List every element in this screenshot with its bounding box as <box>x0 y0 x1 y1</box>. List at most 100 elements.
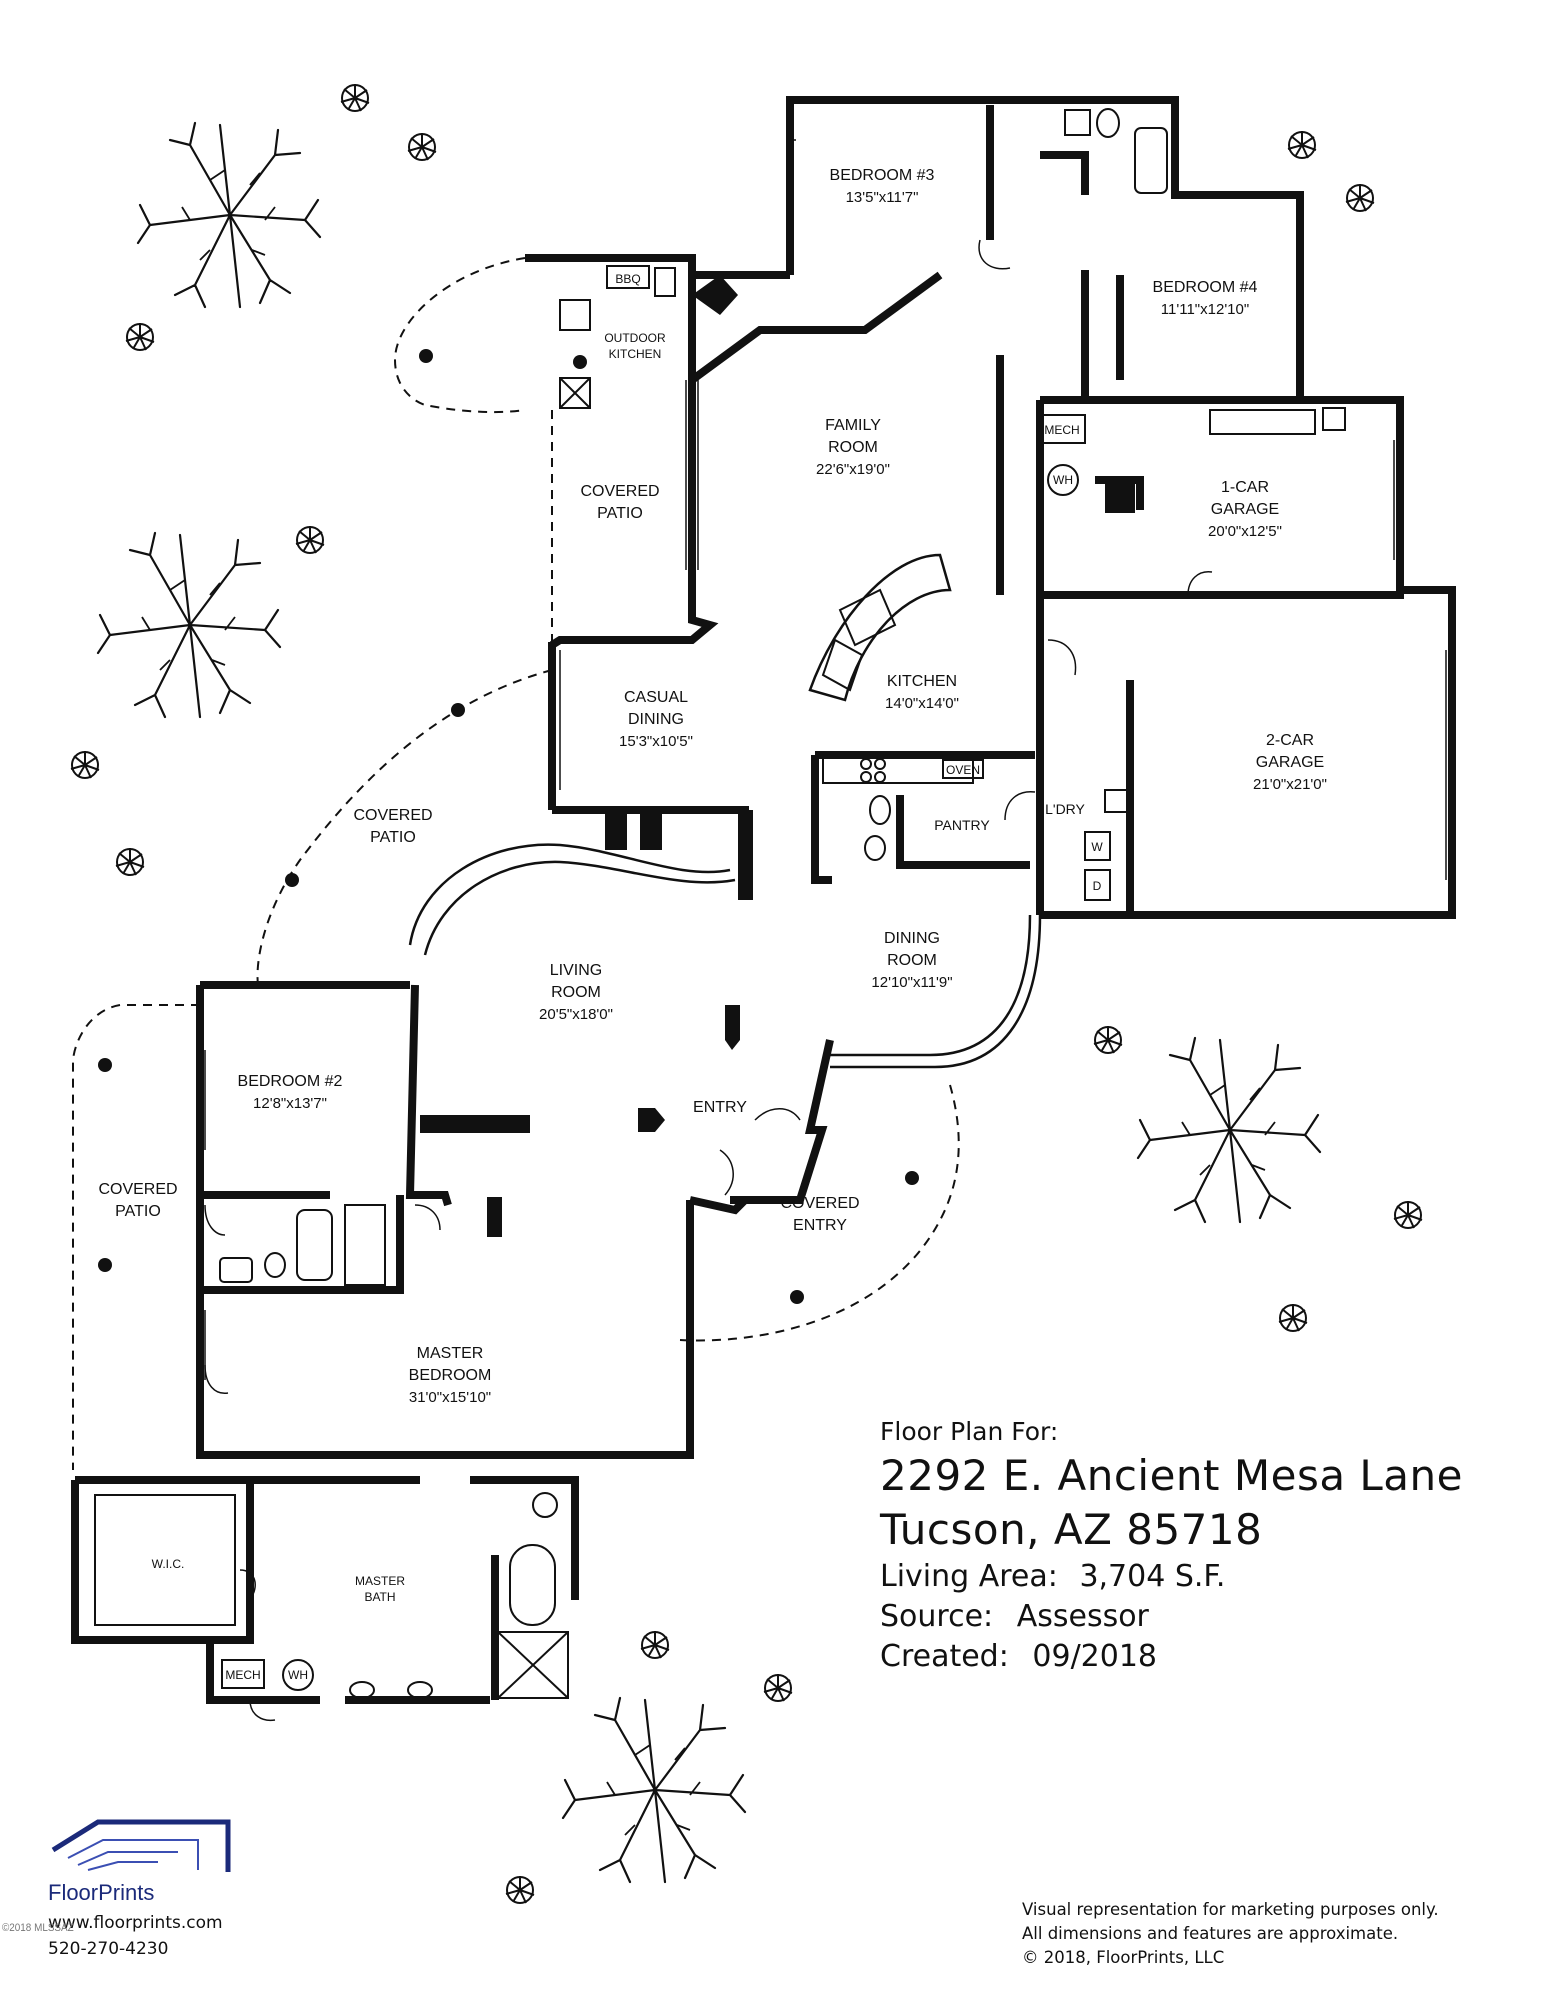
address-line-1: 2292 E. Ancient Mesa Lane <box>880 1451 1464 1500</box>
room-labels: BEDROOM #3 13'5"x11'7" BEDROOM #4 11'11"… <box>98 167 1327 1682</box>
shrub-icon <box>1393 1200 1423 1229</box>
shrub-icon <box>763 1673 793 1702</box>
living-room-name-1: LIVING <box>550 962 602 979</box>
tree-icon <box>96 531 282 719</box>
bedroom3-dim: 13'5"x11'7" <box>846 189 919 206</box>
water-heater-top <box>1047 464 1079 496</box>
phone-number: 520-270-4230 <box>48 1939 169 1959</box>
copyright: © 2018, FloorPrints, LLC <box>1022 1948 1225 1967</box>
oven-label: OVEN <box>946 763 980 777</box>
dining-room-name-2: ROOM <box>887 952 937 969</box>
shrub-icon <box>407 132 437 161</box>
dryer-box <box>1084 869 1111 901</box>
mech-label-bottom: MECH <box>225 1668 260 1682</box>
windows <box>204 139 1447 1380</box>
walls <box>71 96 1456 1704</box>
shrub-icon <box>1093 1025 1123 1054</box>
source-label: Source: <box>880 1599 994 1634</box>
covered-patio-top-name-2: PATIO <box>597 505 643 522</box>
living-area-value: 3,704 S.F. <box>1079 1559 1226 1594</box>
covered-patio-mid-name-2: PATIO <box>370 829 416 846</box>
pantry-name: PANTRY <box>934 817 990 833</box>
garage2-dim: 21'0"x21'0" <box>1253 776 1327 793</box>
living-area-label: Living Area: <box>880 1559 1058 1594</box>
family-room-name-2: ROOM <box>828 439 878 456</box>
master-bath-name-1: MASTER <box>355 1574 405 1588</box>
website-link[interactable]: www.floorprints.com <box>48 1913 223 1933</box>
columns <box>98 349 919 1304</box>
covered-patio-top-name-1: COVERED <box>580 483 659 500</box>
garage2-name-1: 2-CAR <box>1266 732 1314 749</box>
kitchen-name: KITCHEN <box>887 673 957 690</box>
outdoor-kitchen-name-1: OUTDOOR <box>604 331 666 345</box>
property-info: Floor Plan For: 2292 E. Ancient Mesa Lan… <box>880 1415 1463 1677</box>
wh-label-top: WH <box>1053 473 1073 487</box>
floor-plan-for: Floor Plan For: <box>880 1417 1059 1446</box>
outdoor-kitchen-name-2: KITCHEN <box>609 347 662 361</box>
casual-dining-name-1: CASUAL <box>624 689 688 706</box>
bedroom3-name: BEDROOM #3 <box>830 167 935 184</box>
brand-name: FloorPrints <box>48 1880 155 1905</box>
tree-icon <box>1136 1036 1322 1224</box>
covered-patio-mid-name-1: COVERED <box>353 807 432 824</box>
mech-label-top: MECH <box>1044 423 1079 437</box>
created-value: 09/2018 <box>1032 1639 1158 1674</box>
covered-entry-name-1: COVERED <box>780 1195 859 1212</box>
casual-dining-dim: 15'3"x10'5" <box>619 733 693 750</box>
curved-walls <box>408 553 1042 1069</box>
bedroom2-name: BEDROOM #2 <box>238 1073 343 1090</box>
mls-watermark: ©2018 MLSSAZ <box>2 1922 74 1934</box>
dining-room-dim: 12'10"x11'9" <box>871 974 952 991</box>
master-bath-name-2: BATH <box>364 1590 395 1604</box>
dryer-label: D <box>1093 879 1102 893</box>
source-row: Source: Assessor <box>880 1597 1463 1637</box>
family-room-name-1: FAMILY <box>825 417 881 434</box>
shrub-icon <box>640 1630 670 1659</box>
garage1-name-1: 1-CAR <box>1221 479 1269 496</box>
shrub-icon <box>1278 1303 1308 1332</box>
living-room-name-2: ROOM <box>551 984 601 1001</box>
shrub-icon <box>340 83 370 112</box>
bedroom2-dim: 12'8"x13'7" <box>253 1095 327 1112</box>
bbq-box <box>606 265 650 289</box>
solid-walls <box>420 275 1135 1237</box>
mech-box-top <box>1039 414 1086 444</box>
fixtures <box>94 108 1346 1699</box>
created-row: Created: 09/2018 <box>880 1637 1463 1677</box>
bedroom4-dim: 11'11"x12'10" <box>1161 301 1249 318</box>
kitchen-dim: 14'0"x14'0" <box>885 695 959 712</box>
master-bedroom-name-2: BEDROOM <box>409 1367 492 1384</box>
covered-patio-left-name-1: COVERED <box>98 1181 177 1198</box>
covered-area-outlines <box>72 257 960 1470</box>
washer-label: W <box>1091 840 1103 854</box>
tree-icon <box>561 1696 747 1884</box>
bbq-label: BBQ <box>615 272 640 286</box>
disclaimer: Visual representation for marketing purp… <box>1022 1898 1439 1970</box>
water-heater-bottom <box>282 1659 314 1691</box>
garage2-name-2: GARAGE <box>1256 754 1324 771</box>
source-value: Assessor <box>1016 1599 1149 1634</box>
wic-name: W.I.C. <box>152 1557 185 1571</box>
washer-box <box>1084 831 1111 861</box>
covered-entry-name-2: ENTRY <box>793 1217 847 1234</box>
living-room-dim: 20'5"x18'0" <box>539 1006 613 1023</box>
shrub-icon <box>1345 183 1375 212</box>
address-line-2: Tucson, AZ 85718 <box>880 1505 1263 1554</box>
contact-info: www.floorprints.com 520-270-4230 <box>48 1910 223 1962</box>
doors <box>204 239 1213 1722</box>
bedroom4-name: BEDROOM #4 <box>1153 279 1258 296</box>
shrub-icon <box>1287 130 1317 159</box>
garage1-name-2: GARAGE <box>1211 501 1279 518</box>
garage1-dim: 20'0"x12'5" <box>1208 523 1282 540</box>
tree-icon <box>136 121 322 309</box>
shrub-icon <box>70 750 100 779</box>
dining-room-name-1: DINING <box>884 930 940 947</box>
family-room-dim: 22'6"x19'0" <box>816 461 890 478</box>
wh-label-bottom: WH <box>288 1668 308 1682</box>
mech-box-bottom <box>221 1659 265 1689</box>
disclaimer-line-1: Visual representation for marketing purp… <box>1022 1900 1439 1919</box>
shrub-icon <box>115 847 145 876</box>
laundry-name: L'DRY <box>1045 801 1085 817</box>
